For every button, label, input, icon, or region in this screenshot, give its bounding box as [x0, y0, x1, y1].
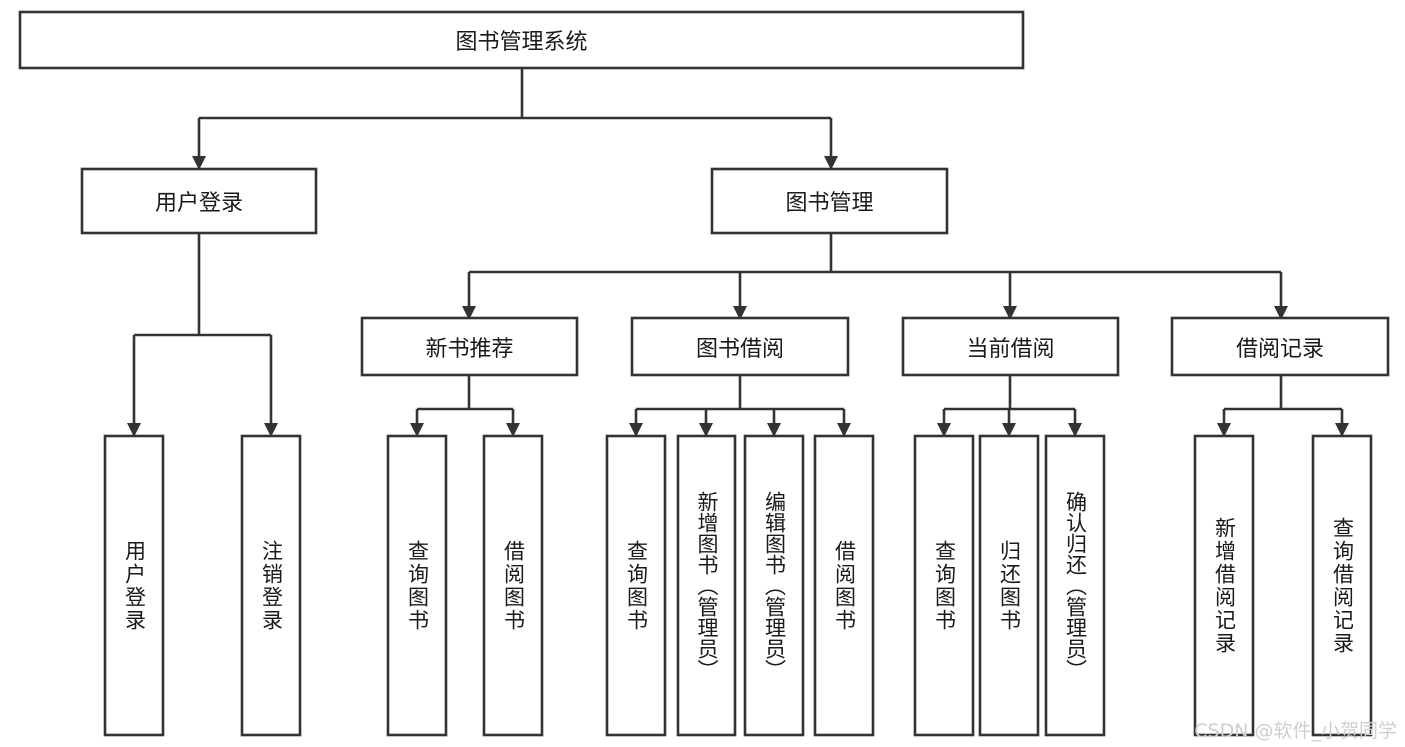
arrow-borrow-record — [1274, 306, 1288, 320]
arrow-new-book-recommend — [462, 306, 476, 320]
node-leaf-query-book-1[interactable] — [386, 434, 448, 737]
arrow-to-user-login — [192, 156, 206, 170]
watermark-text: CSDN @软件_小贺同学 — [1194, 720, 1397, 742]
node-root[interactable] — [18, 10, 1025, 70]
node-leaf-confirm-return[interactable] — [1044, 434, 1106, 737]
node-leaf-edit-book[interactable] — [743, 434, 805, 737]
arrow-leaf-add-book — [699, 423, 713, 437]
node-book-manage[interactable] — [710, 167, 949, 235]
arrow-leaf-user-login — [127, 423, 141, 437]
connectors-layer — [127, 68, 1349, 437]
node-borrow-record[interactable] — [1170, 316, 1390, 377]
node-leaf-query-book-2[interactable] — [605, 434, 667, 737]
node-new-book-recommend[interactable] — [360, 316, 579, 377]
node-user-login[interactable] — [80, 167, 318, 235]
arrow-leaf-confirm-return — [1068, 423, 1082, 437]
node-leaf-add-book[interactable] — [676, 434, 737, 737]
arrow-leaf-borrow-book-1 — [506, 423, 520, 437]
node-leaf-logout-login[interactable] — [240, 434, 302, 737]
arrow-leaf-query-book-2 — [629, 423, 643, 437]
arrow-leaf-return-book — [1002, 423, 1016, 437]
arrow-leaf-query-book-1 — [410, 423, 424, 437]
node-leaf-return-book[interactable] — [978, 434, 1040, 737]
arrow-leaf-query-record — [1335, 423, 1349, 437]
node-leaf-query-record[interactable] — [1311, 434, 1373, 737]
nodes-layer — [18, 10, 1390, 737]
node-leaf-borrow-book-2[interactable] — [813, 434, 875, 737]
node-leaf-add-record[interactable] — [1193, 434, 1255, 737]
arrow-current-borrow — [1003, 306, 1017, 320]
node-leaf-query-book-3[interactable] — [913, 434, 975, 737]
node-leaf-user-login[interactable] — [103, 434, 165, 737]
arrow-leaf-logout-login — [264, 423, 278, 437]
arrow-leaf-borrow-book-2 — [837, 423, 851, 437]
arrow-to-book-manage — [824, 156, 838, 170]
arrow-leaf-edit-book — [767, 423, 781, 437]
node-current-borrow[interactable] — [901, 316, 1120, 377]
arrow-leaf-add-record — [1217, 423, 1231, 437]
arrow-leaf-query-book-3 — [937, 423, 951, 437]
node-leaf-borrow-book-1[interactable] — [482, 434, 544, 737]
node-book-borrow[interactable] — [630, 316, 850, 377]
arrow-book-borrow — [733, 306, 747, 320]
